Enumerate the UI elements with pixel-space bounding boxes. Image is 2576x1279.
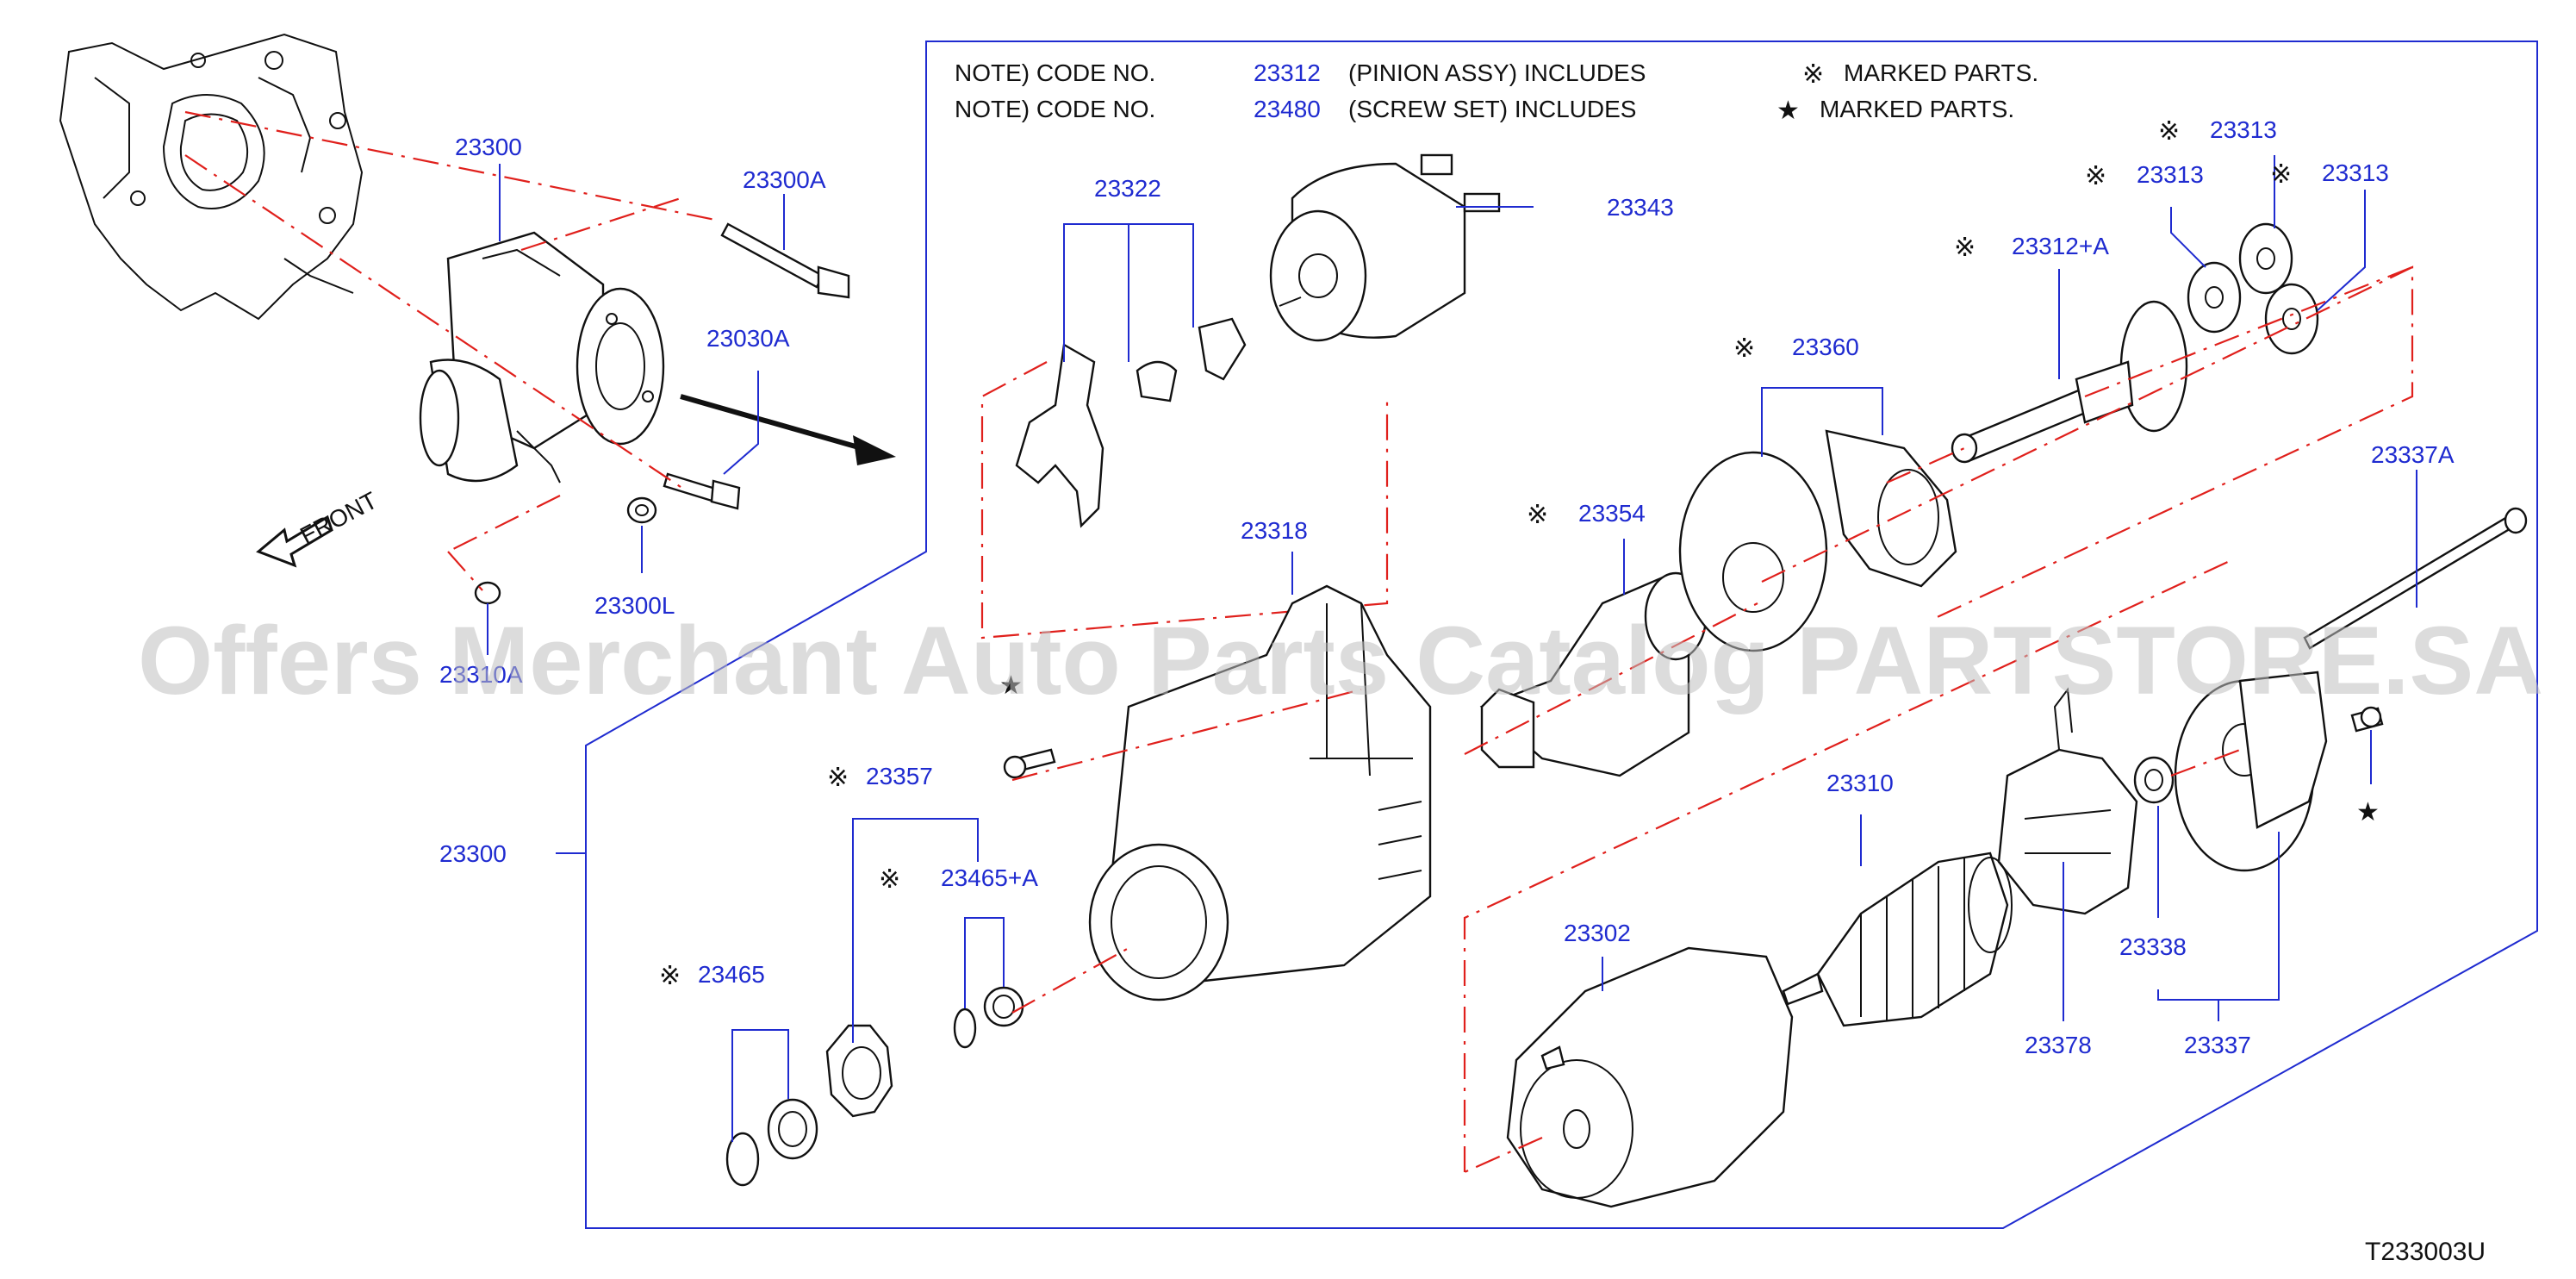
label-23337: 23337 <box>2184 1032 2251 1058</box>
clutch-23354 <box>1479 571 1708 777</box>
ref-mark-icon: ※ <box>1802 59 1824 90</box>
ref-mark-icon: ※ <box>879 864 900 895</box>
label-23300-main: 23300 <box>439 840 507 867</box>
housing-23318 <box>1088 584 1432 1001</box>
dash-box-23322 <box>980 361 1389 640</box>
gears-23313 <box>2187 222 2319 355</box>
alignment-lines-main <box>1011 265 2414 1174</box>
label-23322: 23322 <box>1094 175 1161 202</box>
part-marks: ※ ※ ※ ※ ※ ※ ※ ※ ※ ★ ★ <box>659 116 2380 991</box>
front-arrow-icon <box>256 515 333 568</box>
label-23310A: 23310A <box>439 661 523 688</box>
note-desc-1: (PINION ASSY) INCLUDES <box>1348 59 1646 86</box>
ref-mark-icon: ※ <box>659 961 681 991</box>
label-23354: 23354 <box>1578 500 1646 527</box>
note-prefix-2: NOTE) CODE NO. <box>955 96 1155 122</box>
label-23313-left: 23313 <box>2137 161 2204 188</box>
label-23313-right: 23313 <box>2322 159 2389 186</box>
bolt-23030A <box>663 472 741 510</box>
label-23300-top: 23300 <box>455 134 522 160</box>
note-line-2: NOTE) CODE NO. 23480 (SCREW SET) INCLUDE… <box>955 96 2014 126</box>
starter-assembly-sketch <box>419 231 665 484</box>
rings-23465A <box>953 986 1024 1049</box>
note-code-1: 23312 <box>1254 59 1321 86</box>
ref-mark-icon: ※ <box>2085 161 2106 191</box>
label-23300A: 23300A <box>743 166 826 193</box>
through-bolt-23337A <box>2303 507 2528 650</box>
label-23465: 23465 <box>698 961 765 988</box>
alignment-lines-left <box>184 110 716 591</box>
star-mark-icon: ★ <box>2356 797 2380 827</box>
direction-arrows <box>256 394 896 568</box>
label-23302: 23302 <box>1564 920 1631 946</box>
label-23360: 23360 <box>1792 334 1859 360</box>
label-23343: 23343 <box>1607 194 1674 221</box>
star-mark-icon: ★ <box>1776 96 1800 126</box>
watermark: Offers Merchant Auto Parts Catalog PARTS… <box>138 607 2543 714</box>
star-mark-icon: ★ <box>999 671 1023 701</box>
ref-mark-icon: ※ <box>1733 334 1755 364</box>
assembly-frame <box>585 41 2538 1229</box>
rings-23465 <box>725 1098 818 1187</box>
note-suffix-2: MARKED PARTS. <box>1820 96 2014 122</box>
note-suffix-1: MARKED PARTS. <box>1844 59 2038 86</box>
solenoid-23343 <box>1269 153 1501 342</box>
pinion-23357 <box>825 1024 893 1118</box>
bolt-23300A <box>720 222 850 299</box>
label-23337A: 23337A <box>2371 441 2455 468</box>
yoke-23302 <box>1506 946 1794 1208</box>
ref-mark-icon: ※ <box>1954 233 1976 263</box>
note-desc-2: (SCREW SET) INCLUDES <box>1348 96 1636 122</box>
label-23310: 23310 <box>1826 770 1894 796</box>
note-code-2: 23480 <box>1254 96 1321 122</box>
rear-cover-23337 <box>2174 671 2384 872</box>
label-23318: 23318 <box>1241 517 1308 544</box>
ref-mark-icon: ※ <box>827 763 849 793</box>
bearing-23338 <box>2133 756 2175 804</box>
label-23312A: 23312+A <box>2012 233 2109 259</box>
nut-23300L <box>626 496 657 524</box>
label-23465A: 23465+A <box>941 864 1038 891</box>
engine-block-sketch <box>59 33 364 321</box>
note-line-1: NOTE) CODE NO. 23312 (PINION ASSY) INCLU… <box>955 59 2038 90</box>
shift-lever-23322 <box>1015 317 1247 528</box>
label-23030A: 23030A <box>706 325 790 352</box>
ref-mark-icon: ※ <box>2158 116 2180 147</box>
label-23378: 23378 <box>2025 1032 2092 1058</box>
part-labels: 23300 23300A 23030A 23300L 23310A 23300 … <box>439 116 2455 1058</box>
ref-mark-icon: ※ <box>1527 500 1548 530</box>
armature-23310 <box>1782 852 2013 1027</box>
front-label: FRONT <box>296 487 382 550</box>
label-23300L: 23300L <box>594 592 675 619</box>
label-23357: 23357 <box>866 763 933 789</box>
leader-lines <box>487 155 2417 1142</box>
shaft-23312A <box>1951 300 2188 464</box>
label-23338: 23338 <box>2119 933 2187 960</box>
brush-holder-23378 <box>1997 687 2138 915</box>
note-prefix-1: NOTE) CODE NO. <box>955 59 1155 86</box>
ref-mark-icon: ※ <box>2270 159 2292 190</box>
nut-23310A <box>474 581 501 605</box>
diagram-code: T233003U <box>2365 1238 2486 1266</box>
label-23313-top: 23313 <box>2210 116 2277 143</box>
cover-23360 <box>1678 429 1957 652</box>
screw-star-left <box>1003 748 1056 779</box>
